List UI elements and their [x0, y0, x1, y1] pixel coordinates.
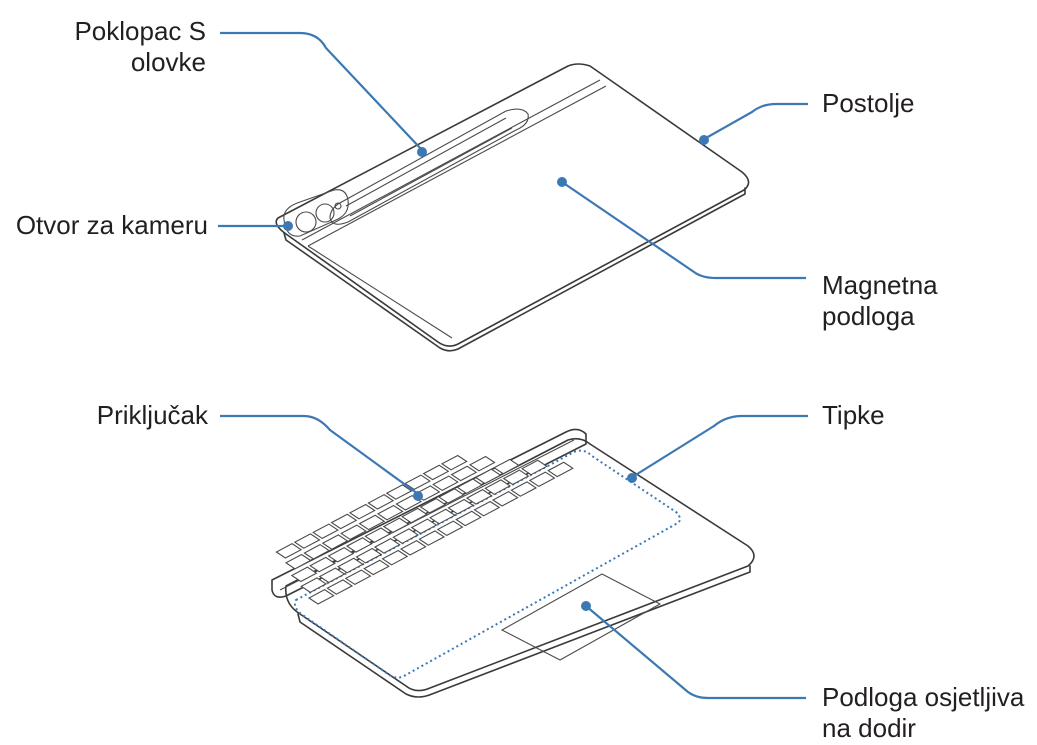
label-camera-opening: Otvor za kameru	[15, 210, 208, 240]
keyboard-key	[465, 489, 493, 505]
leader-keys	[633, 414, 808, 477]
dot-s-pen-cover	[417, 147, 427, 157]
keyboard-key	[528, 471, 556, 488]
keyboard-key	[312, 523, 339, 540]
keyboard-key	[392, 528, 420, 544]
keyboard-key	[484, 479, 512, 495]
keyboard-key	[358, 514, 386, 531]
keyboard-key	[367, 494, 395, 510]
book-cover-back	[275, 63, 750, 352]
keyboard-key	[418, 530, 446, 546]
keyboard-key	[340, 524, 367, 541]
keyboard-key	[401, 507, 428, 524]
keyboard-key	[275, 543, 303, 559]
keyboard-key	[284, 553, 312, 570]
keyboard-base	[271, 428, 755, 698]
keyboard-key	[419, 497, 447, 514]
leader-stand	[705, 102, 808, 139]
keyboard-key	[447, 498, 475, 515]
keyboard-key	[432, 475, 459, 492]
leader-s-pen-cover	[220, 31, 423, 151]
keyboard-key	[326, 579, 354, 595]
keyboard-key	[440, 454, 468, 471]
keyboard-key	[344, 569, 372, 586]
keyboard-key	[293, 533, 321, 549]
keyboard-key	[290, 566, 318, 583]
keyboard-key	[318, 567, 346, 584]
label-keys: Tipke	[822, 400, 885, 430]
keyboard-key	[363, 559, 390, 576]
keyboard-key	[345, 537, 373, 553]
label-touchpad: Podloga osjetljiva na dodir	[822, 682, 1025, 743]
keyboard-key	[436, 520, 464, 537]
label-connector: Priključak	[96, 400, 208, 430]
keyboard-key	[502, 469, 530, 486]
keyboard-key	[382, 517, 410, 534]
keyboard-key	[474, 468, 502, 485]
keyboard-key	[456, 478, 484, 494]
keyboard-key	[521, 459, 548, 476]
keyboard-key	[468, 455, 496, 472]
keyboard-key	[364, 527, 392, 543]
keyboard-key	[404, 474, 431, 491]
keyboard-key	[381, 549, 409, 566]
keyboard-key	[309, 556, 336, 573]
keyboard-key	[410, 518, 438, 535]
keyboard-key	[303, 543, 331, 560]
label-s-pen-cover: Poklopac S olovke	[74, 16, 206, 77]
label-stand: Postolje	[822, 88, 915, 118]
keyboard-key	[300, 577, 328, 593]
keyboard-key	[385, 484, 413, 500]
dot-touchpad	[581, 601, 591, 611]
keyboard-key	[455, 510, 482, 527]
keyboard-key	[330, 513, 358, 530]
keyboard-key	[307, 589, 335, 605]
keyboard-key	[437, 488, 465, 504]
keyboard-key	[493, 458, 520, 475]
leader-connector	[220, 414, 419, 495]
keyboard-key	[473, 500, 501, 517]
keyboard-key	[355, 547, 383, 564]
keyboard-key	[321, 534, 349, 550]
leader-magnetic	[561, 181, 806, 280]
keyboard-key	[337, 557, 364, 574]
keyboard-key	[510, 481, 538, 497]
keyboard-key	[491, 491, 519, 507]
dot-keys	[627, 473, 637, 483]
leader-touchpad	[585, 605, 806, 700]
label-magnetic-pad: Magnetna podloga	[822, 270, 938, 331]
keyboard-key	[422, 464, 450, 481]
dot-magnetic	[557, 177, 567, 187]
dot-stand	[699, 135, 709, 145]
keyboard-key	[429, 508, 456, 525]
keyboard-key	[327, 546, 355, 563]
keyboard-key	[399, 540, 427, 556]
dot-connector	[413, 491, 423, 501]
dot-camera	[283, 221, 293, 231]
leader-lines	[218, 31, 808, 700]
keyboard-key	[376, 504, 404, 521]
keyboard-key	[373, 538, 401, 554]
keyboard-key	[450, 465, 478, 482]
keyboard-keys	[275, 454, 574, 605]
keyboard-key	[547, 461, 574, 478]
keyboard-key	[348, 503, 376, 520]
